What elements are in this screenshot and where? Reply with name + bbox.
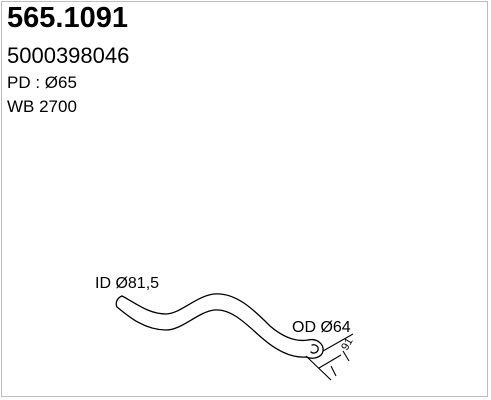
inner-diameter-label: ID Ø81,5 [95, 275, 159, 292]
part-number: 565.1091 [7, 2, 128, 34]
exhaust-pipe-outline [115, 293, 324, 359]
dimension-lines [305, 333, 354, 381]
wheelbase-spec: WB 2700 [7, 97, 77, 116]
end-length-label: 91 [339, 336, 356, 353]
pipe-diameter-spec: PD : Ø65 [7, 73, 77, 92]
outer-diameter-label: OD Ø64 [292, 319, 351, 336]
oe-number: 5000398046 [7, 43, 130, 68]
